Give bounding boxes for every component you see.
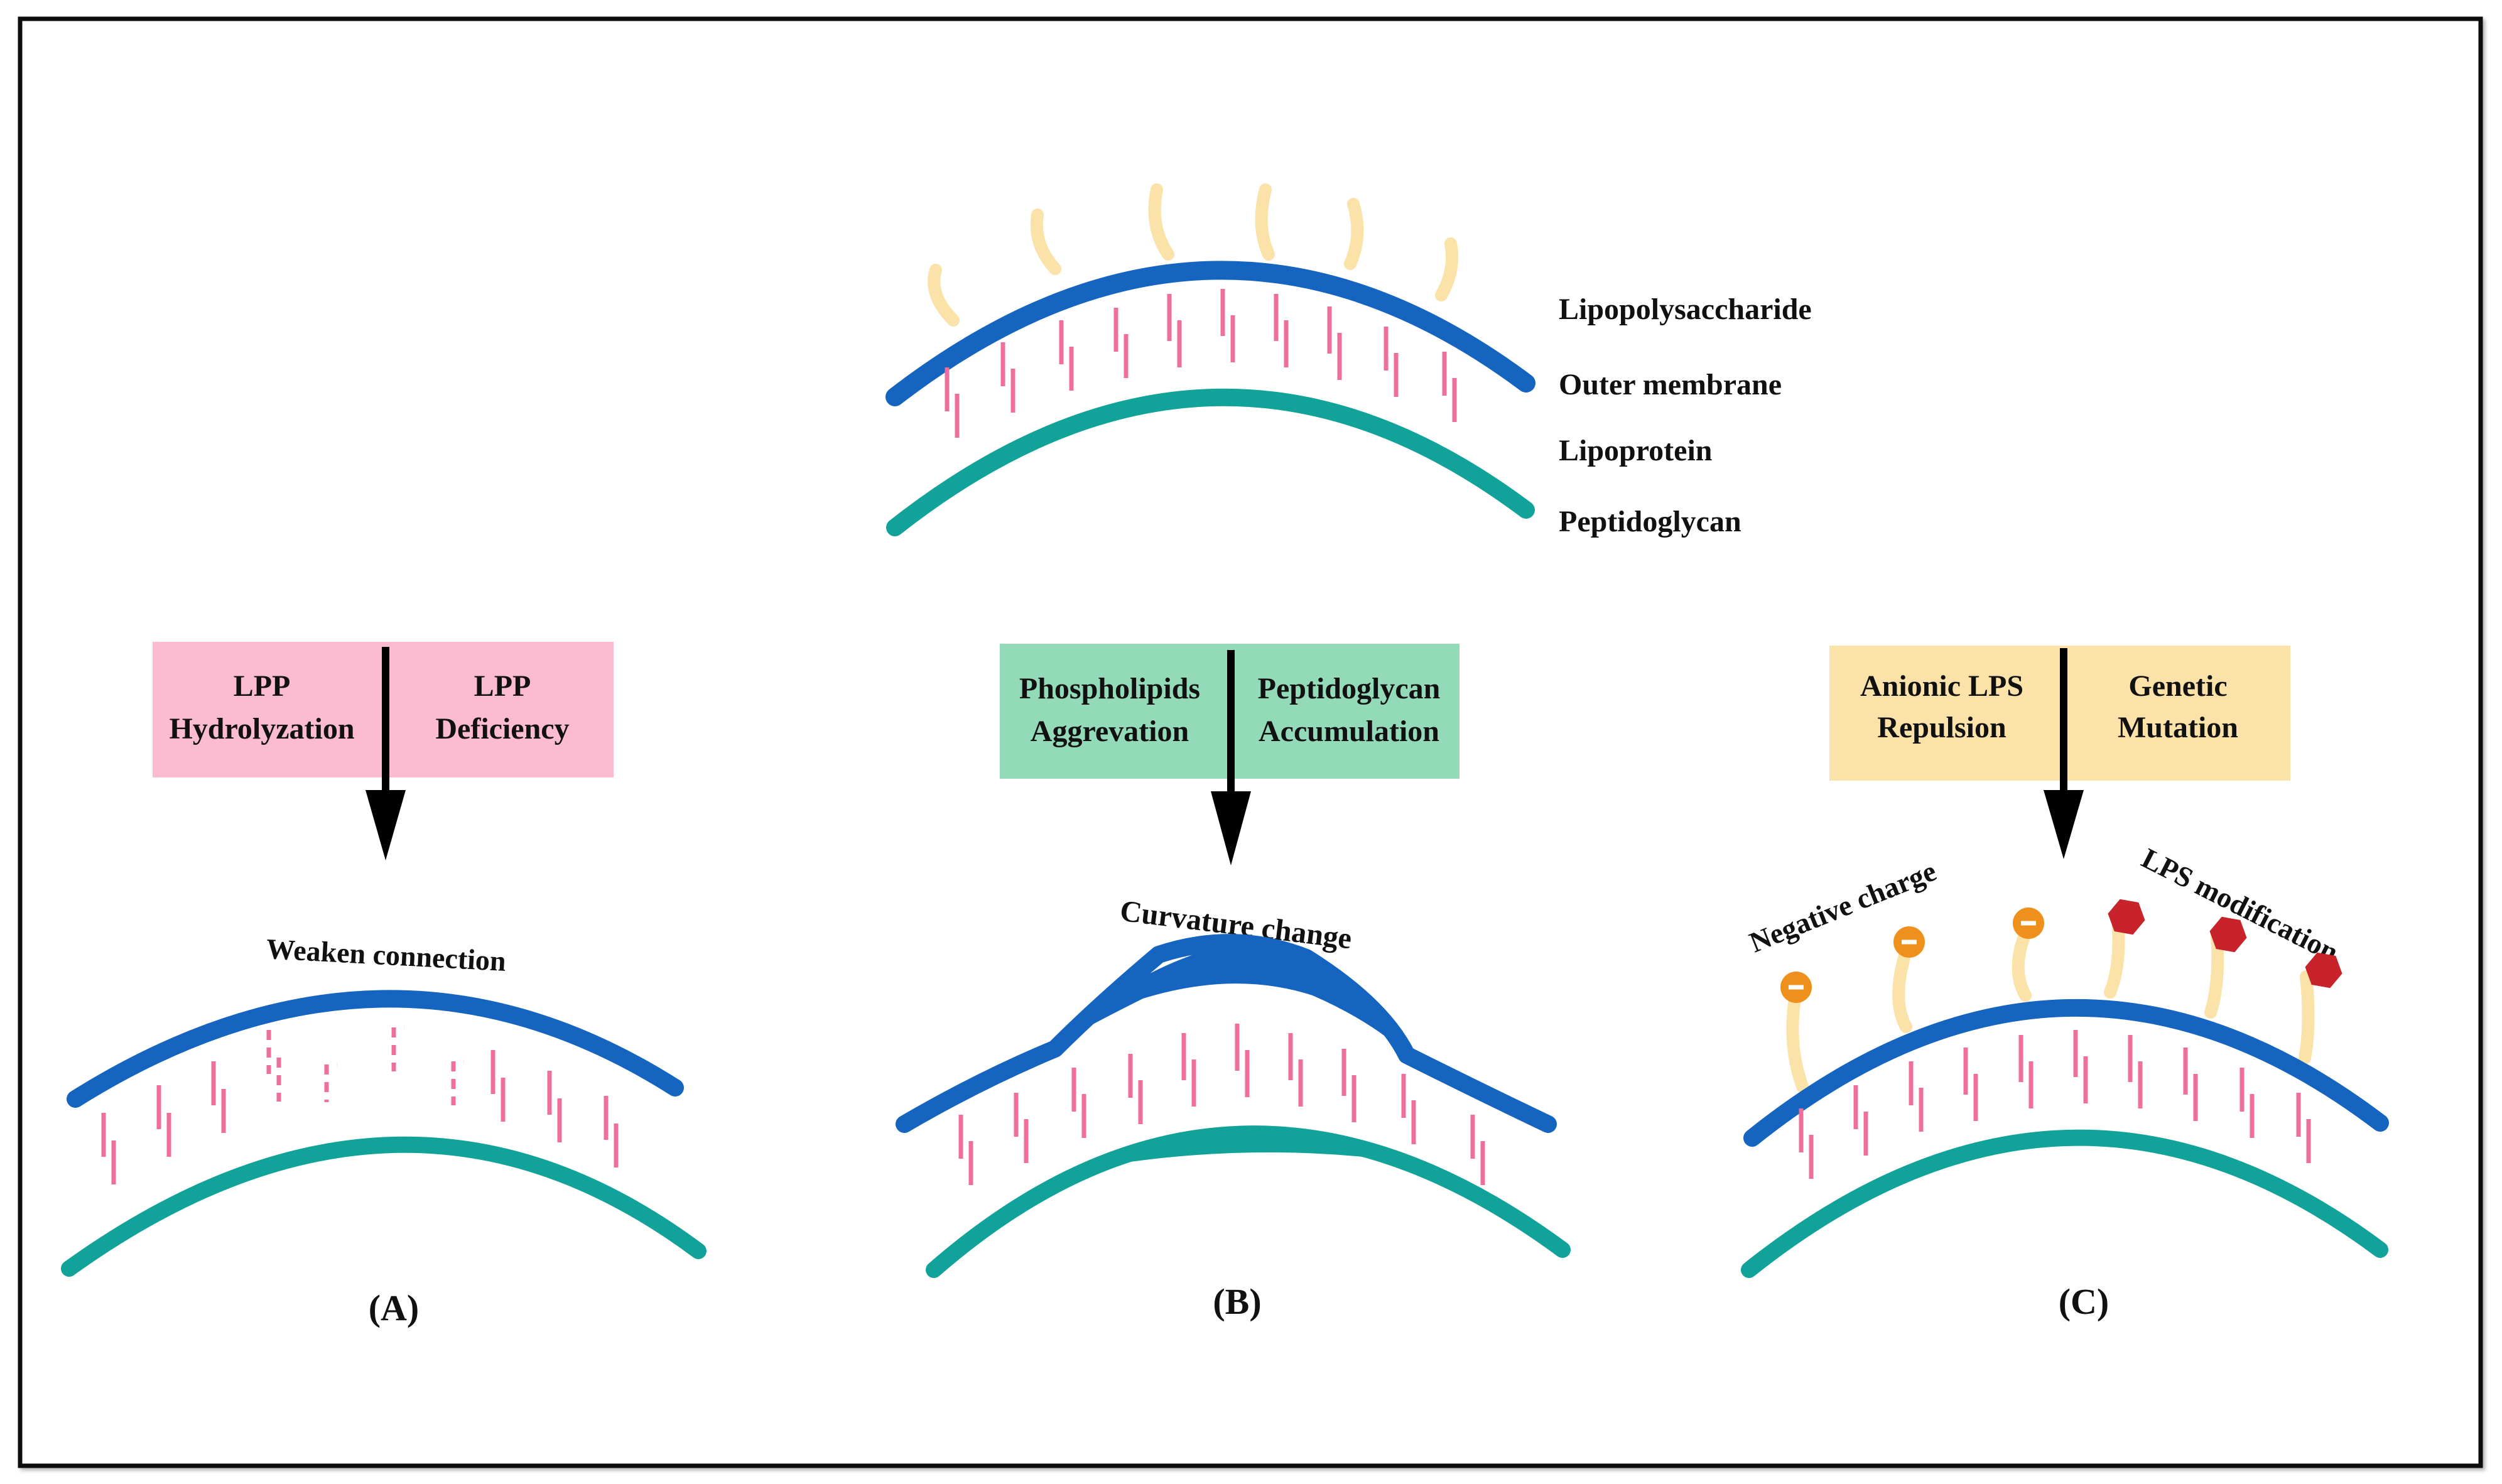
panel-c-lipoprotein-group	[1799, 1030, 2311, 1179]
panel-c-label: (C)	[2059, 1281, 2109, 1322]
lps-chain	[928, 264, 960, 327]
panel-b-arrow-head	[1211, 791, 1251, 865]
legend-schematic: Lipopolysaccharide Outer membrane Lipopr…	[885, 183, 1812, 538]
panel-b: Phospholipids Aggrevation Peptidoglycan …	[896, 644, 1571, 1322]
panel-b-peptidoglycan-accumulation	[1130, 1137, 1407, 1162]
panel-a-box-left-line2: Hydrolyzation	[169, 712, 354, 745]
legend-lipoprotein: Lipoprotein	[1559, 434, 1713, 467]
lipoprotein-group	[945, 289, 1457, 438]
panel-a-peptidoglycan	[61, 1136, 707, 1277]
legend-peptidoglycan: Peptidoglycan	[1559, 505, 1741, 538]
lps-chain	[1435, 237, 1459, 301]
lps-chain	[2299, 970, 2315, 1064]
panel-b-peptidoglycan	[926, 1125, 1571, 1278]
lps-chain	[1344, 198, 1364, 270]
lps-chain	[1148, 183, 1174, 261]
panel-b-box-left-line1: Phospholipids	[1019, 672, 1200, 705]
panel-c-peptidoglycan	[1741, 1129, 2388, 1278]
lps-chain	[1030, 209, 1061, 275]
panel-a-arrow-head	[366, 790, 406, 860]
modification-hexagon-icon	[2305, 952, 2342, 988]
panel-b-box-right-line1: Peptidoglycan	[1258, 672, 1441, 705]
legend-outer-membrane: Outer membrane	[1559, 368, 1782, 401]
panel-b-membrane-bulge	[1071, 942, 1397, 1046]
panel-a-box-right-line2: Deficiency	[435, 712, 569, 745]
panel-c-box-right-line2: Mutation	[2118, 711, 2238, 744]
panel-c-box-left-line2: Repulsion	[1877, 711, 2006, 744]
lps-chain	[1255, 183, 1275, 261]
panel-c-box-left-line1: Anionic LPS	[1860, 669, 2023, 703]
panel-c-box-right-line1: Genetic	[2128, 669, 2227, 703]
panel-c-arrow-head	[2044, 790, 2084, 859]
panel-c-outer-membrane	[1743, 999, 2389, 1147]
panel-a-box-right-line1: LPP	[474, 669, 531, 703]
panel-a-lipoprotein-group	[101, 1027, 619, 1184]
panel-b-box-left-line2: Aggrevation	[1031, 715, 1189, 748]
peptidoglycan-layer	[886, 388, 1535, 536]
panel-a: LPP Hydrolyzation LPP Deficiency Weaken …	[61, 642, 707, 1328]
outer-membrane	[885, 261, 1535, 406]
lps-chains	[928, 183, 1459, 327]
modification-hexagon-icon	[2209, 916, 2247, 953]
modification-hexagon-icon	[2108, 899, 2145, 935]
panel-a-box-left-line1: LPP	[234, 669, 291, 703]
panel-a-outer-membrane	[67, 990, 684, 1108]
panel-c-markers	[1780, 899, 2342, 1003]
panel-b-box-right-line2: Accumulation	[1259, 715, 1439, 748]
panel-a-label: (A)	[369, 1287, 420, 1328]
panel-b-lipoprotein-group	[958, 1024, 1485, 1185]
panel-b-label: (B)	[1213, 1281, 1261, 1322]
legend-lipopolysaccharide: Lipopolysaccharide	[1559, 293, 1812, 326]
